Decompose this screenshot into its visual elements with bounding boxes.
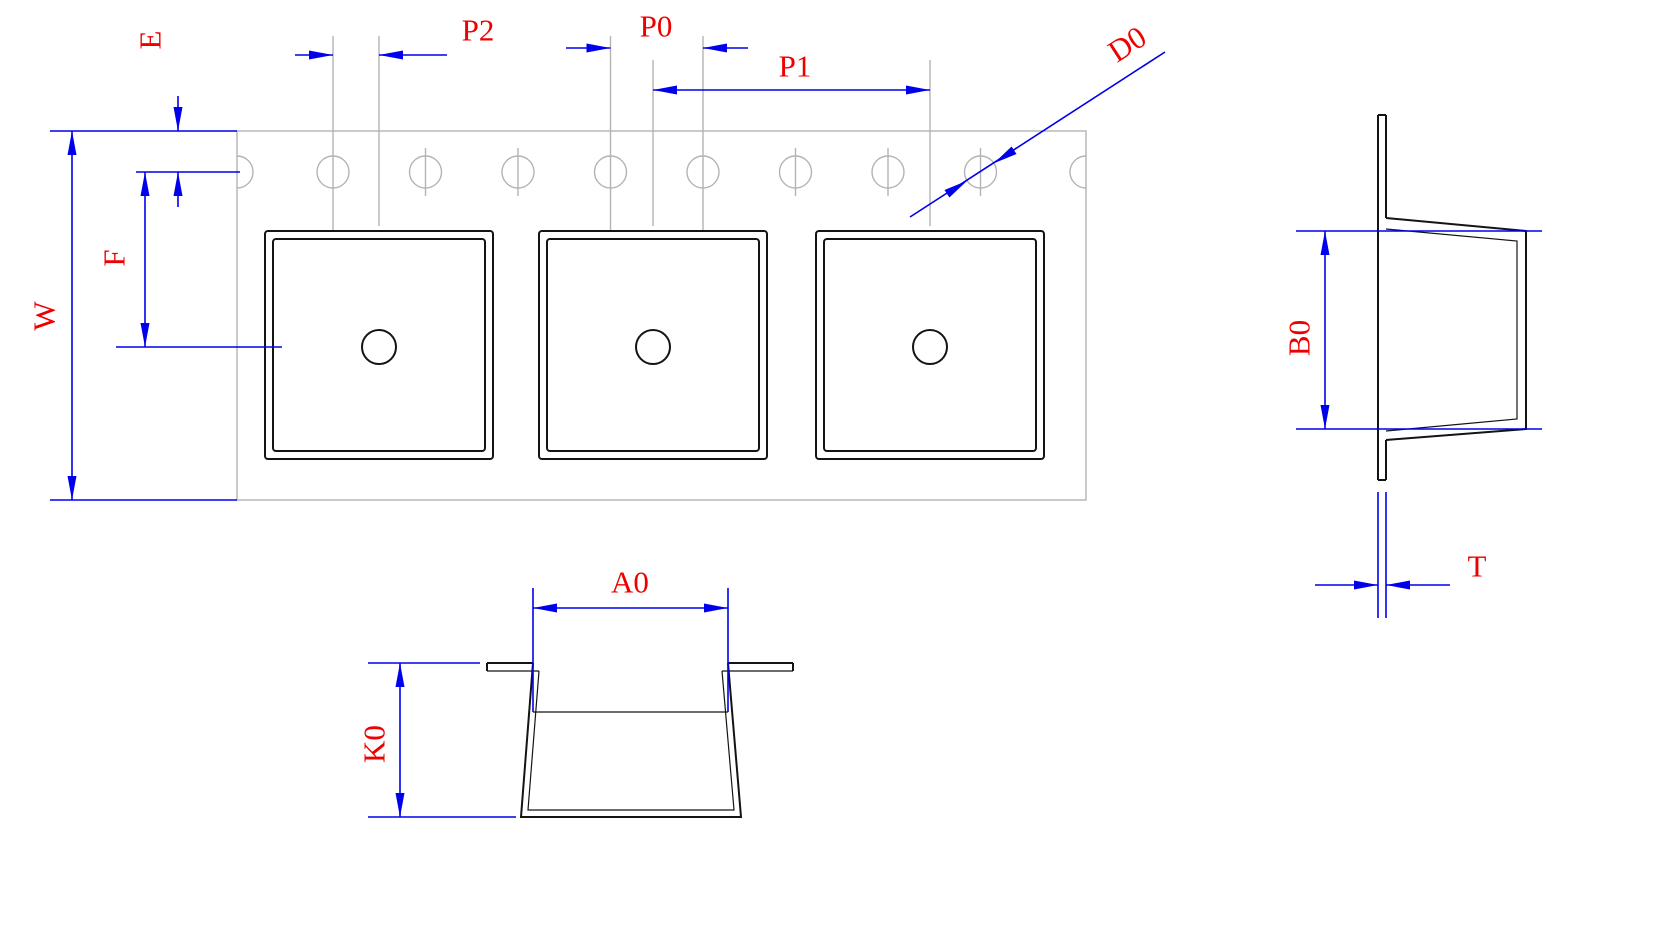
- sprocket-holes: [316, 148, 998, 196]
- label-t: T: [1468, 549, 1487, 584]
- side-view-dimensions: [1296, 230, 1542, 618]
- arrowhead: [653, 85, 677, 95]
- tape-edge-notch-left: [236, 155, 254, 189]
- pocket-1: [264, 230, 494, 460]
- arrowhead: [1386, 580, 1410, 590]
- side-profile: [1377, 114, 1527, 481]
- pocket-2: [538, 230, 768, 460]
- label-p2: P2: [462, 13, 495, 48]
- arrowhead: [533, 603, 557, 613]
- side-view: [1296, 114, 1542, 618]
- top-view: [50, 36, 1166, 501]
- arrowhead: [993, 146, 1017, 164]
- arrowhead: [395, 663, 405, 687]
- arrowhead: [395, 793, 405, 817]
- centerlines: [332, 36, 931, 232]
- label-d0: D0: [1102, 19, 1153, 69]
- arrowhead: [140, 323, 150, 347]
- label-e: E: [133, 31, 168, 50]
- section-view-dimensions: [368, 588, 729, 818]
- label-f: F: [97, 249, 132, 266]
- arrowhead: [906, 85, 930, 95]
- label-p1: P1: [779, 49, 812, 84]
- arrowhead: [1320, 405, 1330, 429]
- section-profile: [486, 662, 794, 818]
- arrowhead: [703, 43, 727, 53]
- arrowhead: [704, 603, 728, 613]
- arrowhead: [67, 131, 77, 155]
- arrowhead: [1320, 231, 1330, 255]
- label-k0: K0: [357, 725, 392, 763]
- pocket-center-hole: [635, 329, 671, 365]
- label-p0: P0: [640, 9, 673, 44]
- tape-outline: [236, 130, 1087, 501]
- dimension-labels: E F W P2 P0 P1 D0 B0 T A0 K0: [27, 9, 1487, 763]
- arrowhead: [173, 172, 183, 196]
- arrowhead: [140, 172, 150, 196]
- top-view-dimensions: [50, 43, 1166, 501]
- arrowhead: [944, 180, 968, 198]
- arrowhead: [586, 43, 611, 53]
- section-view: [368, 588, 794, 818]
- label-b0: B0: [1282, 320, 1317, 356]
- pocket-center-hole: [361, 329, 397, 365]
- label-w: W: [27, 301, 62, 331]
- pocket-3: [815, 230, 1045, 460]
- arrowhead: [309, 50, 333, 60]
- pocket-center-hole: [912, 329, 948, 365]
- arrowhead: [173, 107, 183, 131]
- tape-edge-notch-right: [1069, 155, 1087, 189]
- arrowhead: [379, 50, 403, 60]
- label-a0: A0: [611, 565, 649, 600]
- arrowhead: [67, 476, 77, 500]
- arrowhead: [1354, 580, 1378, 590]
